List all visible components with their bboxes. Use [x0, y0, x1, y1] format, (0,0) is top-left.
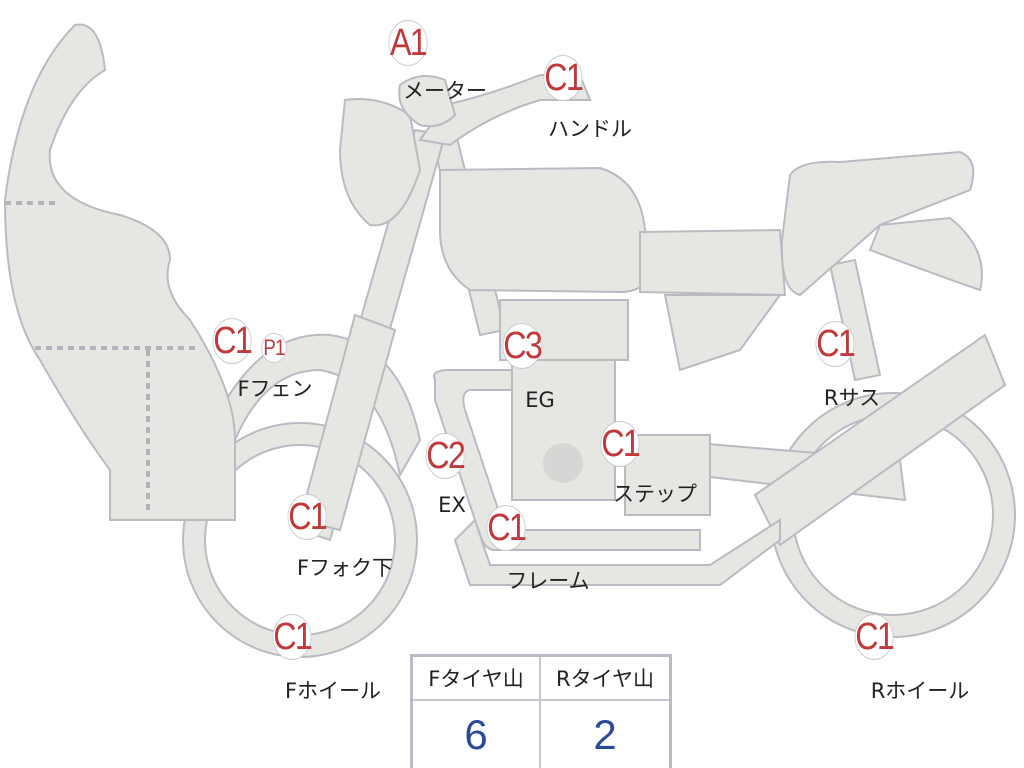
grade-badge-f-wheel: C1: [272, 614, 313, 660]
headlight: [338, 98, 422, 227]
grade-badge-handle: C1: [543, 55, 584, 101]
tire-tread-table: Fタイヤ山 Rタイヤ山 6 2: [410, 654, 672, 768]
grade-badge-step: C1: [600, 421, 641, 467]
meter: [398, 75, 457, 128]
grade-badge-exhaust: C2: [425, 433, 466, 479]
grade-badge-f-fender: C1: [212, 318, 253, 364]
fuel-tank: [439, 166, 646, 294]
label-f-fork-lower: Fフォク下: [296, 556, 394, 580]
grade-badge-r-suspension: C1: [815, 321, 856, 367]
fairing: [3, 23, 236, 521]
value-rear-tire: 2: [593, 710, 617, 758]
seat: [780, 150, 975, 297]
grade-badge-frame: C1: [486, 505, 527, 551]
label-f-wheel: Fホイール: [284, 679, 382, 703]
label-engine: EG: [525, 388, 555, 412]
label-meter: メーター: [403, 79, 487, 103]
label-step: ステップ: [613, 482, 697, 506]
label-f-fender: Fフェン: [237, 377, 313, 401]
grade-badge-meter: A1: [388, 20, 428, 66]
label-exhaust: EX: [438, 493, 466, 517]
grade-badge-r-wheel: C1: [854, 614, 895, 660]
value-front-tire: 6: [413, 701, 541, 768]
extra-badge-f-fender: P1: [261, 333, 287, 363]
label-handle: ハンドル: [548, 117, 632, 141]
header-rear-tire: Rタイヤ山: [541, 657, 669, 701]
label-r-wheel: Rホイール: [870, 679, 970, 703]
header-front-tire: Fタイヤ山: [413, 657, 541, 701]
grade-badge-engine: C3: [502, 323, 543, 369]
label-r-suspension: Rサス: [823, 386, 881, 410]
grade-badge-f-fork-lower: C1: [287, 494, 328, 540]
label-frame: フレーム: [506, 569, 590, 593]
